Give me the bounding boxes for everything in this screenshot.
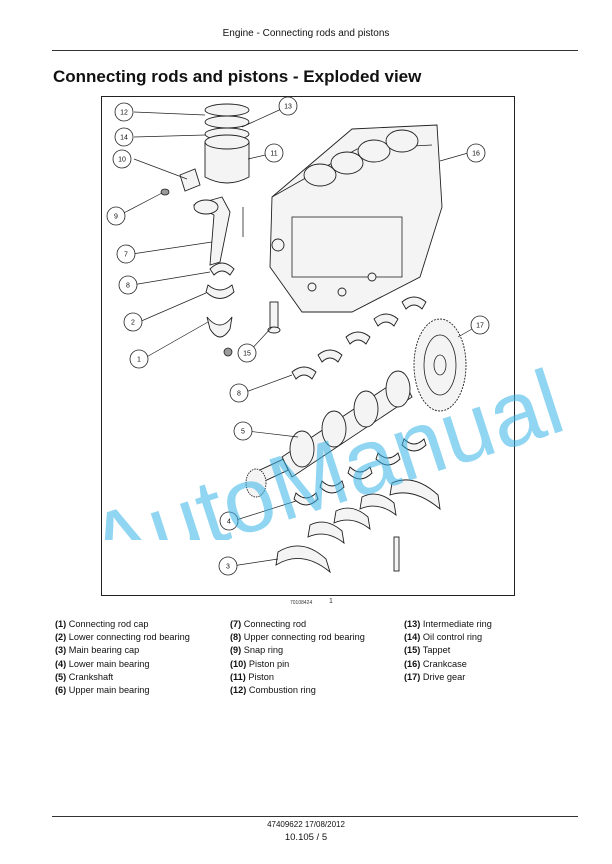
svg-text:12: 12 bbox=[120, 110, 128, 117]
legend-item: (10) Piston pin bbox=[230, 658, 290, 669]
crankcase-drawing bbox=[269, 124, 443, 313]
legend-item: (14) Oil control ring bbox=[404, 632, 483, 643]
legend-item: (17) Drive gear bbox=[404, 671, 466, 682]
callout-5: 5 bbox=[233, 421, 253, 441]
figure-number: 1 bbox=[329, 598, 333, 605]
svg-text:13: 13 bbox=[284, 104, 292, 111]
callout-4: 4 bbox=[219, 511, 239, 531]
callout-14: 14 bbox=[114, 127, 134, 147]
footer-page-number: 10.105 / 5 bbox=[284, 832, 328, 843]
piston-assembly-drawing bbox=[160, 103, 250, 237]
svg-text:9: 9 bbox=[114, 214, 118, 221]
connecting-rod-drawing bbox=[192, 196, 235, 357]
svg-text:17: 17 bbox=[476, 323, 484, 330]
svg-text:11: 11 bbox=[270, 151, 277, 158]
svg-text:4: 4 bbox=[227, 519, 231, 526]
lower-main-bearings-drawing bbox=[293, 438, 427, 506]
svg-text:1: 1 bbox=[137, 357, 141, 364]
callout-2: 2 bbox=[123, 312, 143, 332]
callout-10: 10 bbox=[112, 149, 132, 169]
exploded-view-drawing: 12 13 14 10 11 9 16 7 8 2 1 15 17 8 5 4 … bbox=[106, 97, 490, 576]
legend-item: (13) Intermediate ring bbox=[404, 619, 492, 629]
exploded-view-figure: 12 13 14 10 11 9 16 7 8 2 1 15 17 8 5 4 … bbox=[101, 96, 515, 596]
footer-rule bbox=[52, 816, 578, 817]
callout-9: 9 bbox=[106, 206, 126, 226]
svg-text:2: 2 bbox=[131, 320, 135, 327]
svg-text:15: 15 bbox=[243, 351, 251, 358]
svg-text:8: 8 bbox=[237, 391, 241, 398]
legend-item: (12) Combustion ring bbox=[230, 685, 316, 696]
callout-7: 7 bbox=[116, 244, 136, 264]
callout-6: 8 bbox=[229, 383, 249, 403]
svg-text:16: 16 bbox=[472, 151, 480, 158]
legend-item: (2) Lower connecting rod bearing bbox=[55, 632, 190, 643]
callout-15: 15 bbox=[237, 343, 257, 363]
legend-item: (3) Main bearing cap bbox=[55, 645, 140, 656]
figure-code: 70108424 bbox=[290, 600, 313, 606]
callout-12: 12 bbox=[114, 102, 134, 122]
legend-item: (8) Upper connecting rod bearing bbox=[230, 632, 365, 643]
svg-text:5: 5 bbox=[241, 429, 245, 436]
crankshaft-drawing bbox=[245, 370, 413, 498]
svg-text:7: 7 bbox=[124, 252, 128, 259]
legend-item: (6) Upper main bearing bbox=[55, 685, 150, 696]
svg-text:14: 14 bbox=[120, 135, 128, 142]
legend-item: (9) Snap ring bbox=[230, 645, 284, 656]
svg-text:10: 10 bbox=[118, 157, 126, 164]
legend-column-2: (7) Connecting rod (8) Upper connecting … bbox=[230, 618, 365, 697]
callout-3: 3 bbox=[218, 556, 238, 576]
svg-text:8: 8 bbox=[126, 283, 130, 290]
main-bearing-caps-drawing bbox=[275, 479, 441, 574]
legend-item: (15) Tappet bbox=[404, 645, 451, 656]
callout-13: 13 bbox=[278, 97, 298, 116]
running-head: Engine - Connecting rods and pistons bbox=[222, 28, 390, 39]
callout-11: 11 bbox=[264, 143, 284, 163]
callout-17: 17 bbox=[470, 315, 490, 335]
tappet-drawing bbox=[267, 301, 281, 334]
upper-main-bearings-drawing bbox=[291, 296, 427, 380]
callout-16: 16 bbox=[466, 143, 486, 163]
callout-1: 1 bbox=[129, 349, 149, 369]
drive-gear-drawing bbox=[413, 318, 467, 412]
footer-doc-number: 47409622 17/08/2012 bbox=[267, 820, 345, 829]
legend-item: (11) Piston bbox=[230, 671, 274, 682]
legend-column-3: (13) Intermediate ring (14) Oil control … bbox=[404, 618, 492, 684]
page-title: Connecting rods and pistons - Exploded v… bbox=[53, 67, 422, 86]
svg-text:3: 3 bbox=[226, 564, 230, 571]
legend-item: (5) Crankshaft bbox=[55, 671, 114, 682]
callout-8-upper: 8 bbox=[118, 275, 138, 295]
legend-column-1: (1) Connecting rod cap (2) Lower connect… bbox=[55, 618, 190, 697]
legend-item: (16) Crankcase bbox=[404, 658, 467, 669]
legend-item: (7) Connecting rod bbox=[230, 619, 307, 629]
header-rule bbox=[52, 50, 578, 51]
legend-item: (1) Connecting rod cap bbox=[55, 619, 149, 629]
legend-item: (4) Lower main bearing bbox=[55, 658, 150, 669]
